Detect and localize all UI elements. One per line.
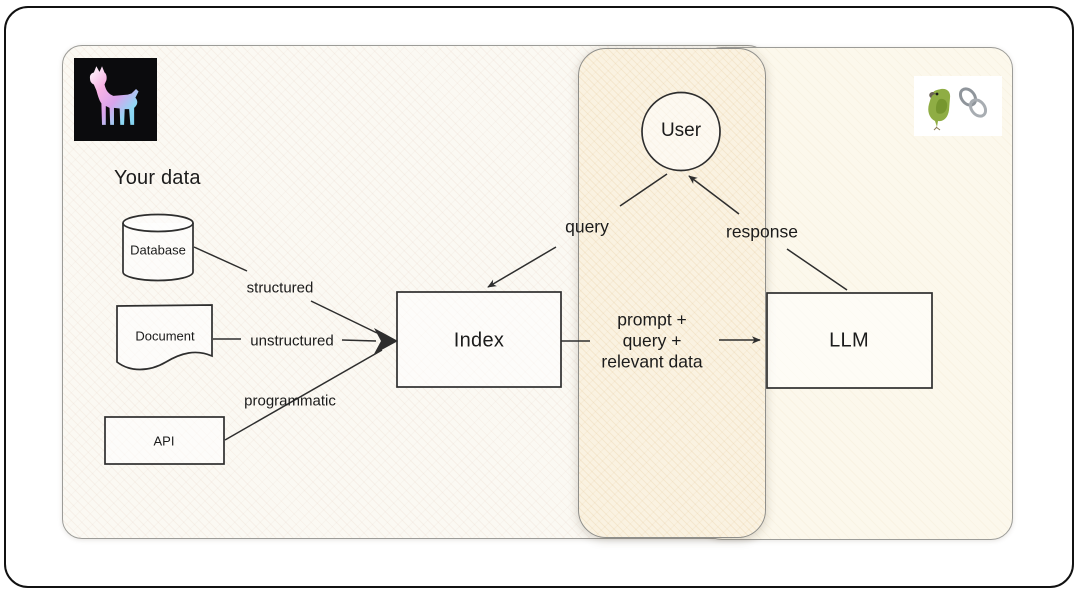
prompt-query-data-label: prompt + query + relevant data xyxy=(601,309,703,372)
edge-structured-2 xyxy=(310,300,378,334)
edge-response-2 xyxy=(786,248,848,291)
query-label: query xyxy=(565,216,609,237)
edge-response-1 xyxy=(688,175,740,215)
edge-query-1 xyxy=(619,173,668,207)
converging-arrowhead xyxy=(374,328,398,354)
llamaindex-logo xyxy=(74,58,157,141)
response-label: response xyxy=(726,221,798,242)
llm-label: LLM xyxy=(829,329,869,352)
edge-query-2 xyxy=(487,246,557,288)
user-circle xyxy=(641,91,721,172)
database-label: Database xyxy=(130,242,186,258)
chain-link-icon xyxy=(958,87,988,118)
edge-structured-1 xyxy=(193,246,248,272)
index-box xyxy=(396,291,562,388)
llama-icon xyxy=(89,66,139,125)
index-label: Index xyxy=(453,329,505,352)
langchain-logo xyxy=(914,76,1002,136)
your-data-heading: Your data xyxy=(114,167,201,189)
langchain-logo-background xyxy=(914,76,1002,136)
database-cylinder xyxy=(122,223,194,282)
user-label: User xyxy=(660,120,702,141)
parrot-icon xyxy=(928,88,951,131)
programmatic-label: programmatic xyxy=(244,392,336,410)
api-label: API xyxy=(153,433,175,449)
edge-unstructured-2 xyxy=(341,339,377,342)
document-shape xyxy=(116,304,213,371)
database-cylinder-top xyxy=(122,213,194,233)
structured-label: structured xyxy=(246,279,314,297)
document-label: Document xyxy=(135,328,195,344)
llm-box xyxy=(766,292,933,389)
edge-programmatic xyxy=(224,349,383,441)
api-box xyxy=(104,416,225,465)
unstructured-label: unstructured xyxy=(250,332,334,350)
